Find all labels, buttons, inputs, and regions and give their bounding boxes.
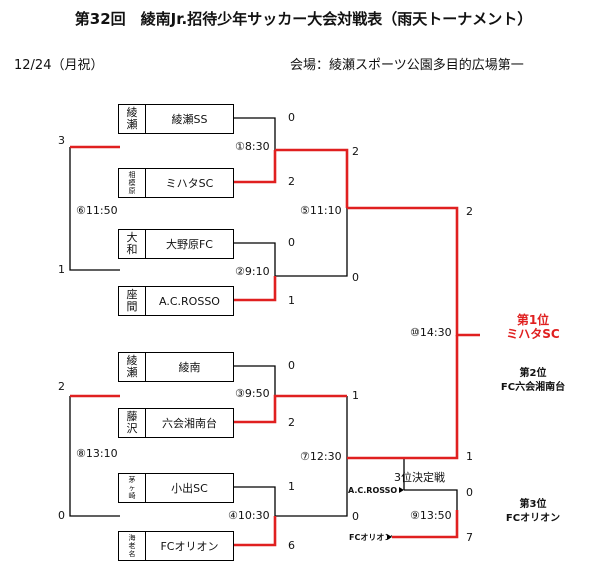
team-name: ミハタSC: [165, 177, 214, 190]
team-name: 綾瀬SS: [171, 113, 208, 126]
team-pref: 座間: [119, 287, 146, 315]
team-box-ryonan: 綾瀬 綾南: [118, 352, 234, 382]
match-10-time: ⑩14:30: [410, 326, 452, 339]
team-name: 大野原FC: [165, 238, 213, 251]
score: 1: [352, 389, 359, 402]
team-box-mutsuai-shonandai: 藤沢 六会湘南台: [118, 408, 234, 438]
match-6-time: ⑥11:50: [76, 204, 118, 217]
score: 0: [352, 271, 359, 284]
arrow-icon: [399, 487, 404, 493]
score: 2: [58, 380, 65, 393]
first-place-team: ミハタSC: [506, 327, 560, 341]
team-name: 六会湘南台: [162, 417, 217, 430]
score: 0: [352, 510, 359, 523]
team-box-fc-orion: 海老名 FCオリオン: [118, 531, 234, 561]
score: 0: [288, 111, 295, 124]
match-8-time: ⑧13:10: [76, 447, 118, 460]
match-2-time: ②9:10: [235, 265, 270, 278]
score: 1: [288, 480, 295, 493]
team-box-ac-rosso: 座間 A.C.ROSSO: [118, 286, 234, 316]
match-4-time: ④10:30: [228, 509, 270, 522]
team-box-onohara-fc: 大和 大野原FC: [118, 229, 234, 259]
third-place-team-a: A.C.ROSSO: [348, 486, 398, 495]
team-pref: 海老名: [119, 532, 146, 560]
score: 2: [288, 416, 295, 429]
match-date: 12/24（月祝）: [14, 58, 104, 73]
third-place-label: 第3位: [519, 499, 547, 510]
match-1-time: ①8:30: [235, 140, 270, 153]
score: 7: [466, 531, 473, 544]
score: 2: [466, 205, 473, 218]
team-pref: 相模原: [119, 169, 146, 197]
third-place-team: FCオリオン: [505, 513, 561, 524]
first-place-label: 第1位: [516, 313, 550, 327]
venue: 会場：綾瀬スポーツ公園多目的広場第一: [290, 58, 524, 73]
team-box-mihata-sc: 相模原 ミハタSC: [118, 168, 234, 198]
match-3-time: ③9:50: [235, 387, 270, 400]
team-pref: 茅ヶ崎: [119, 474, 146, 502]
team-name: 綾南: [178, 361, 201, 374]
score: 0: [288, 359, 295, 372]
page-title: 第32回 綾南Jr.招待少年サッカー大会対戦表（雨天トーナメント）: [74, 10, 533, 28]
score: 1: [466, 450, 473, 463]
score: 3: [58, 134, 65, 147]
score: 2: [288, 175, 295, 188]
score: 1: [58, 263, 65, 276]
second-place-label: 第2位: [519, 368, 547, 379]
score: 0: [466, 486, 473, 499]
team-name: FCオリオン: [160, 540, 219, 553]
score: 6: [288, 539, 295, 552]
team-name: A.C.ROSSO: [159, 294, 220, 308]
score: 0: [58, 509, 65, 522]
score: 2: [352, 145, 359, 158]
team-pref: 大和: [119, 230, 146, 258]
match-9-time: ⑨13:50: [410, 509, 452, 522]
team-name: 小出SC: [171, 482, 208, 495]
score: 1: [288, 294, 295, 307]
arrow-icon: [387, 534, 392, 540]
match-5-time: ⑤11:10: [300, 204, 342, 217]
team-box-koide-sc: 茅ヶ崎 小出SC: [118, 473, 234, 503]
score: 0: [288, 236, 295, 249]
team-box-ayase-ss: 綾瀬 綾瀬SS: [118, 104, 234, 134]
team-pref: 綾瀬: [119, 105, 146, 133]
third-place-team-b: FCオリオン: [349, 533, 393, 542]
match-7-time: ⑦12:30: [300, 450, 342, 463]
team-pref: 綾瀬: [119, 353, 146, 381]
third-place-title: 3位決定戦: [394, 471, 445, 484]
team-pref: 藤沢: [119, 409, 146, 437]
second-place-team: FC六会湘南台: [500, 382, 566, 393]
